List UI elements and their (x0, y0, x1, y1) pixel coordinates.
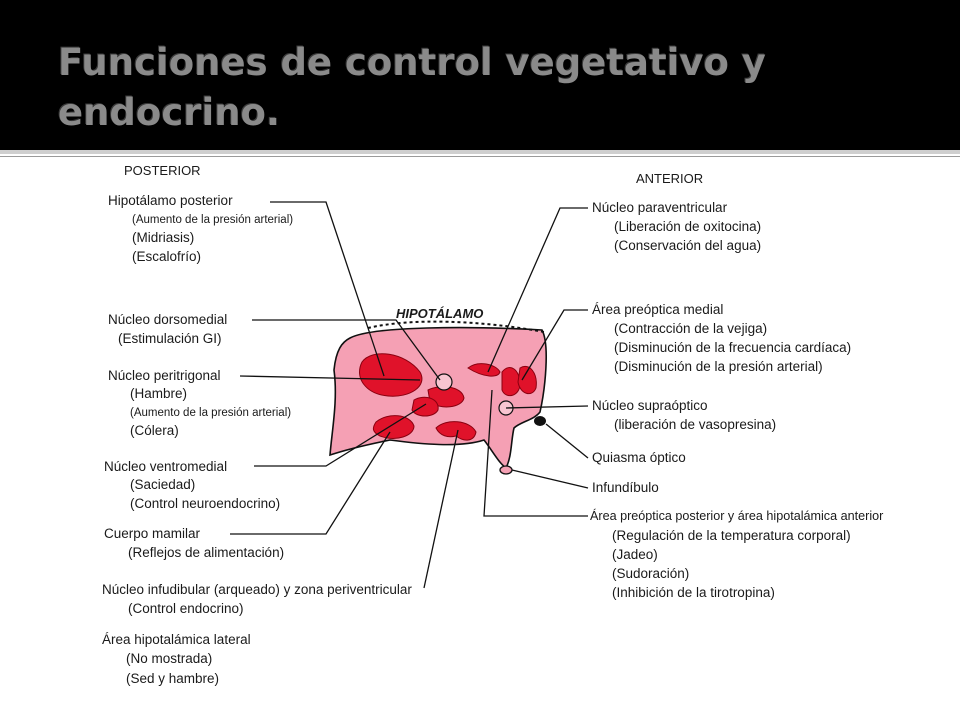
nucleus-paraventricular (501, 367, 521, 397)
sub-hipotalamo-posterior-2: (Midriasis) (132, 230, 194, 245)
nucleus-ventromedial-upper (411, 396, 439, 417)
leader-preoptic-medial (521, 309, 588, 381)
leader-chiasm (545, 423, 589, 459)
title-bar (0, 0, 960, 150)
label-nucleo-ventromedial: Núcleo ventromedial (104, 459, 227, 474)
leader-paraventricular (487, 207, 588, 373)
hypothalamus-label: HIPOTÁLAMO (396, 306, 483, 321)
label-hipotalamo-posterior: Hipotálamo posterior (108, 193, 233, 208)
label-nucleo-infudibular: Núcleo infudibular (arqueado) y zona per… (102, 582, 412, 597)
sub-nucleo-peritrigonal-1: (Hambre) (130, 386, 187, 401)
sub-nucleo-ventromedial-1: (Saciedad) (130, 477, 195, 492)
label-nucleo-dorsomedial: Núcleo dorsomedial (108, 312, 227, 327)
sub-area-preoptica-medial-3: (Disminución de la presión arterial) (614, 359, 823, 374)
leader-ventromedial (254, 403, 427, 467)
leader-infundibular (423, 429, 459, 589)
label-area-preoptica-medial: Área preóptica medial (592, 302, 723, 317)
sub-area-preoptica-posterior-4: (Inhibición de la tirotropina) (612, 585, 775, 600)
sub-nucleo-peritrigonal-2: (Aumento de la presión arterial) (130, 407, 291, 419)
label-nucleo-paraventricular: Núcleo paraventricular (592, 200, 728, 215)
sub-area-hipotalamica-lateral-2: (Sed y hambre) (126, 671, 219, 686)
nucleus-mamillary (372, 415, 415, 439)
sub-nucleo-ventromedial-2: (Control neuroendocrino) (130, 496, 280, 511)
nucleus-posterior (359, 353, 423, 397)
leader-supraoptic (505, 405, 589, 409)
leader-dorsomedial (252, 319, 441, 381)
sub-area-hipotalamica-lateral-1: (No mostrada) (126, 651, 212, 666)
sub-nucleo-peritrigonal-3: (Cólera) (130, 423, 179, 438)
label-infundibulo: Infundíbulo (592, 480, 659, 495)
region-boundary-dashed (367, 320, 545, 333)
sub-area-preoptica-posterior-1: (Regulación de la temperatura corporal) (612, 528, 851, 543)
nucleus-dorsomedial-right (467, 363, 501, 377)
nucleus-infundibular (435, 421, 477, 441)
sub-area-preoptica-medial-1: (Contracción de la vejiga) (614, 321, 767, 336)
label-nucleo-supraoptico: Núcleo supraóptico (592, 398, 708, 413)
label-area-hipotalamica-lateral: Área hipotalámica lateral (102, 632, 251, 647)
sub-hipotalamo-posterior-1: (Aumento de la presión arterial) (132, 214, 293, 226)
label-cuerpo-mamilar: Cuerpo mamilar (104, 526, 201, 541)
sub-nucleo-supraoptico-1: (liberación de vasopresina) (614, 417, 776, 432)
title-divider (0, 150, 960, 154)
leader-infundibulum (511, 469, 589, 489)
sub-area-preoptica-posterior-3: (Sudoración) (612, 566, 689, 581)
label-quiasma-optico: Quiasma óptico (592, 450, 686, 465)
sub-area-preoptica-medial-2: (Disminución de la frecuencia cardíaca) (614, 340, 851, 355)
posterior-heading: POSTERIOR (124, 163, 201, 178)
sub-area-preoptica-posterior-2: (Jadeo) (612, 547, 658, 562)
nucleus-dorsomedial-circle (435, 373, 453, 391)
leader-preoptic-posterior (483, 389, 588, 517)
anterior-heading: ANTERIOR (636, 171, 703, 186)
leader-posterior (270, 201, 385, 377)
nucleus-preoptic-medial (517, 366, 537, 395)
leader-peritrigonal (239, 375, 421, 381)
sub-nucleo-paraventricular-2: (Conservación del agua) (614, 238, 761, 253)
label-area-preoptica-posterior: Área preóptica posterior y área hipotalá… (590, 508, 883, 523)
label-nucleo-peritrigonal: Núcleo peritrigonal (108, 368, 221, 383)
optic-chiasm-shape (534, 416, 546, 426)
sub-nucleo-dorsomedial-1: (Estimulación GI) (118, 331, 222, 346)
sub-cuerpo-mamilar-1: (Reflejos de alimentación) (128, 545, 284, 560)
sub-nucleo-paraventricular-1: (Liberación de oxitocina) (614, 219, 761, 234)
slide-title: Funciones de control vegetativo y endocr… (58, 41, 766, 134)
sub-nucleo-infudibular-1: (Control endocrino) (128, 601, 244, 616)
leader-mamillary (230, 431, 391, 535)
title-divider-thin (0, 156, 960, 157)
infundibulum-shape (499, 465, 513, 475)
sub-hipotalamo-posterior-3: (Escalofrío) (132, 249, 201, 264)
